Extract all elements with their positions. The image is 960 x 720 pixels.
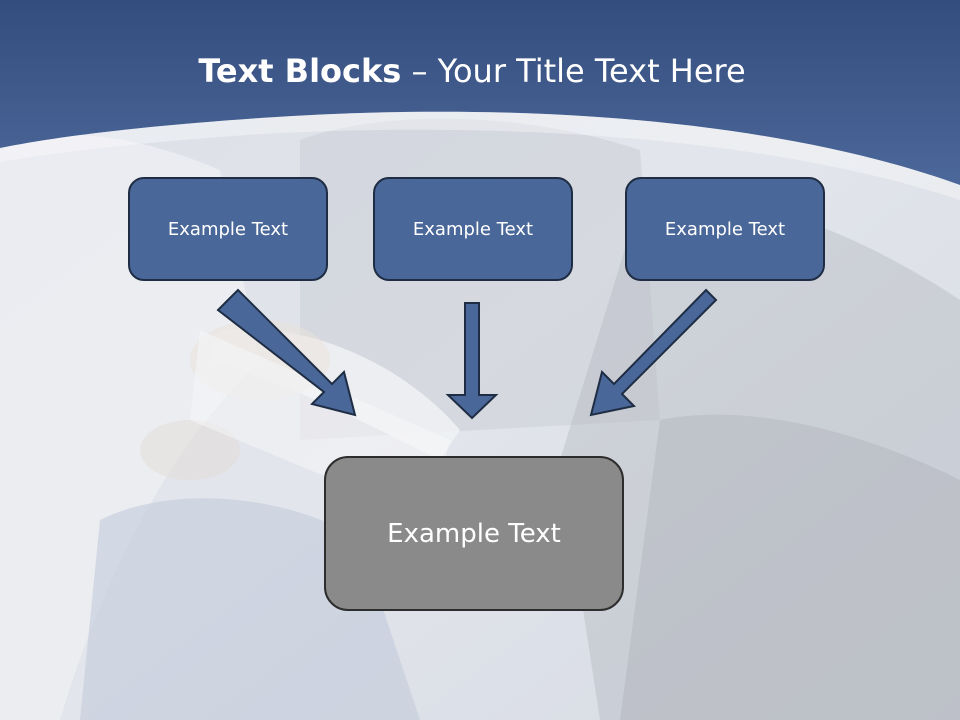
slide-title: Text Blocks – Your Title Text Here — [0, 52, 944, 90]
title-bold: Text Blocks — [198, 52, 402, 90]
text-block-2-label: Example Text — [412, 218, 534, 240]
text-block-2: Example Text — [373, 177, 573, 281]
title-rest: – Your Title Text Here — [401, 52, 746, 90]
result-block-label: Example Text — [387, 518, 561, 549]
text-block-3: Example Text — [625, 177, 825, 281]
text-block-1: Example Text — [128, 177, 328, 281]
result-block: Example Text — [324, 456, 624, 611]
arrow-right — [589, 288, 718, 417]
arrow-middle — [445, 302, 499, 420]
text-block-3-label: Example Text — [664, 218, 786, 240]
text-block-1-label: Example Text — [167, 218, 289, 240]
arrow-left — [216, 288, 357, 417]
